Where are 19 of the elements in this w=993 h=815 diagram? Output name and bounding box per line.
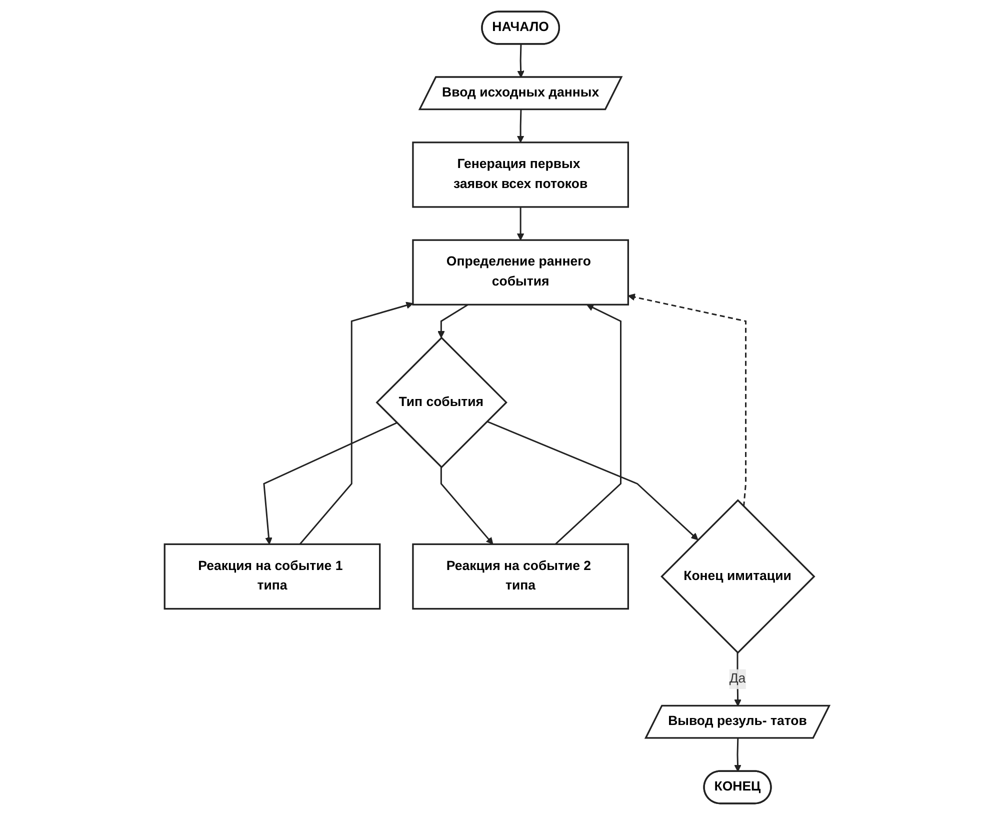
node-diamond: Конец имитации <box>660 499 815 654</box>
node-box: Реакция на событие 2 типа <box>412 543 629 610</box>
node-box: Определение раннего события <box>412 239 629 306</box>
arrow <box>437 304 468 338</box>
arrow <box>486 420 698 540</box>
arrow <box>516 110 524 143</box>
arrow <box>554 304 622 545</box>
node-box: Реакция на событие 1 типа <box>163 543 380 610</box>
arrow <box>262 422 397 545</box>
edge-label: Да <box>728 672 746 686</box>
node-box: Генерация первых заявок всех потоков <box>412 142 629 208</box>
node-diamond: Тип события <box>375 336 508 468</box>
arrow <box>440 467 493 545</box>
arrow <box>516 206 524 240</box>
arrow <box>627 294 746 507</box>
arrow <box>298 302 413 545</box>
arrow <box>516 44 524 78</box>
arrow <box>734 738 741 772</box>
arrow <box>734 652 741 706</box>
